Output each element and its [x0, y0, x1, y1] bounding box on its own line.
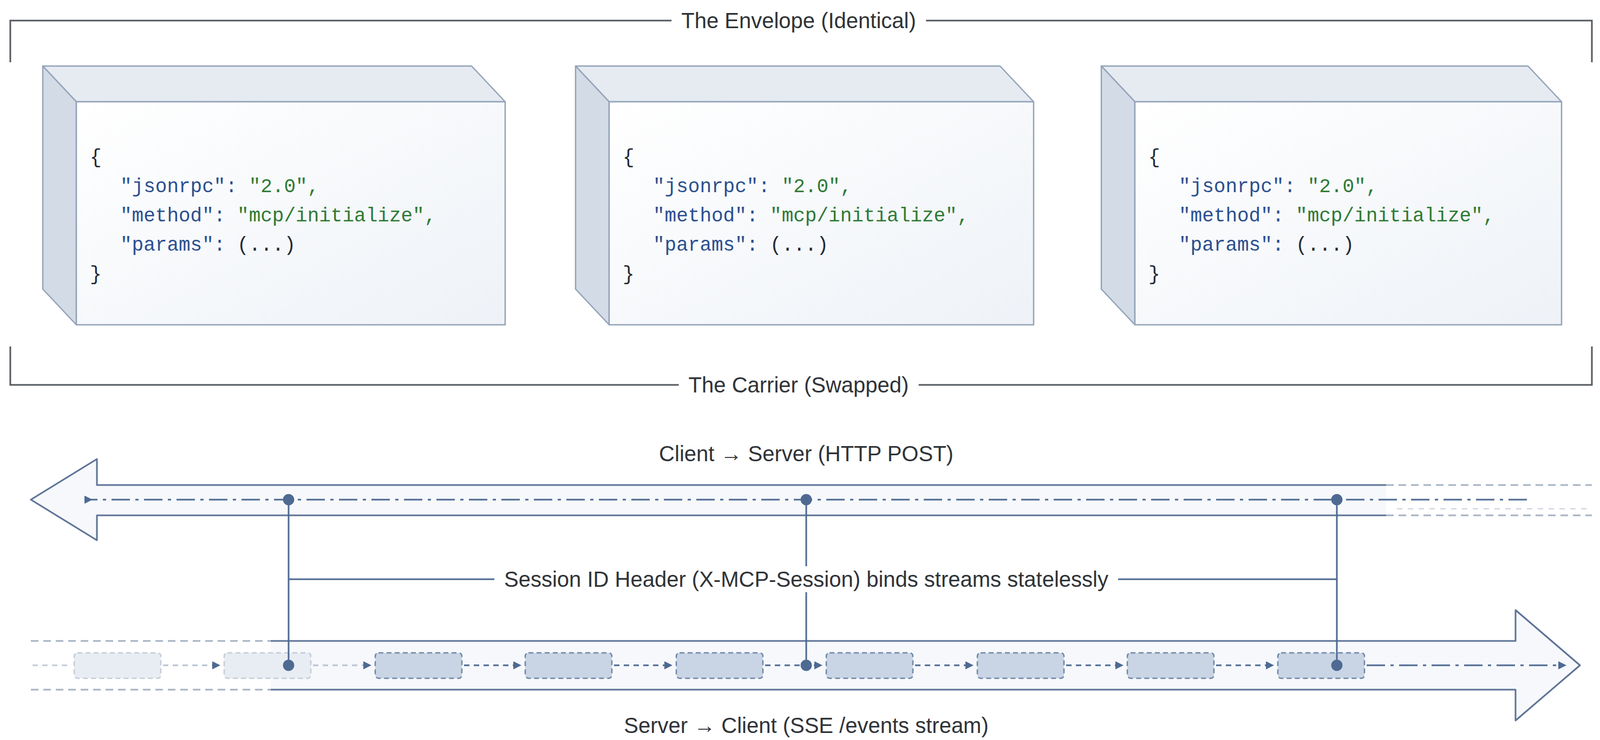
code-line: "params": (...) [89, 231, 436, 261]
dashed-edge [1386, 484, 1592, 487]
json-token: (...) [237, 234, 296, 257]
dashed-edge [1386, 514, 1592, 517]
code-line: { [89, 143, 436, 173]
code-line: } [89, 260, 436, 290]
code-line: "method": "mcp/initialize", [89, 201, 436, 232]
event-packet [1127, 652, 1214, 679]
session-connectors [283, 494, 1342, 671]
event-link [312, 664, 370, 667]
json-key: "method": [120, 205, 226, 228]
json-value: "2.0", [781, 175, 853, 199]
json-token: (...) [1295, 234, 1355, 257]
json-key: "jsonrpc": [652, 175, 770, 199]
code-block: { "jsonrpc": "2.0", "method": "mcp/initializ… [622, 143, 969, 290]
event-chain [32, 652, 1565, 679]
json-envelope-box: { "jsonrpc": "2.0", "method": "mcp/initializ… [1101, 66, 1562, 325]
json-envelope-box: { "jsonrpc": "2.0", "method": "mcp/initializ… [575, 66, 1034, 325]
code-line: "jsonrpc": "2.0", [89, 172, 436, 202]
event-link [915, 664, 972, 667]
json-key: "jsonrpc": [120, 175, 238, 199]
section-label: Session ID Header (X-MCP-Session) binds … [494, 566, 1119, 593]
event-packet [676, 652, 763, 679]
json-value: "2.0", [1307, 175, 1379, 199]
code-block: { "jsonrpc": "2.0", "method": "mcp/initializ… [1148, 143, 1495, 290]
json-token: } [622, 263, 635, 286]
code-line: { [1148, 143, 1495, 173]
event-link [32, 664, 69, 667]
section-label: Client → Server (HTTP POST) [649, 440, 964, 467]
code-line: "params": (...) [622, 231, 969, 261]
code-line: { [622, 143, 969, 173]
json-value: "mcp/initialize", [769, 205, 969, 228]
event-link [765, 664, 821, 667]
section-label: The Carrier (Swapped) [678, 371, 919, 398]
json-key: "params": [120, 234, 226, 257]
event-link [162, 664, 219, 667]
section-label: The Envelope (Identical) [671, 7, 926, 34]
json-token: (...) [769, 234, 829, 257]
json-key: "method": [1178, 205, 1284, 228]
json-value: "mcp/initialize", [1295, 205, 1495, 228]
event-packet [826, 652, 913, 679]
event-link [1066, 664, 1122, 667]
json-envelope-box: { "jsonrpc": "2.0", "method": "mcp/initializ… [42, 66, 506, 325]
json-token: } [89, 263, 102, 286]
json-key: "jsonrpc": [1178, 175, 1296, 199]
event-link [464, 664, 520, 667]
dashed-edge [30, 689, 271, 691]
event-link [1366, 664, 1565, 667]
json-key: "method": [652, 205, 759, 228]
json-token: } [1148, 263, 1161, 286]
event-packet [977, 652, 1064, 679]
event-packet [375, 652, 462, 679]
json-value: "2.0", [249, 175, 320, 199]
event-link [614, 664, 671, 667]
event-packet [1277, 652, 1365, 679]
event-link [1216, 664, 1273, 667]
json-token: { [622, 146, 635, 169]
code-line: "jsonrpc": "2.0", [1148, 172, 1495, 202]
event-packet [74, 652, 161, 679]
event-packet [525, 652, 612, 679]
section-label: Server → Client (SSE /events stream) [614, 712, 999, 739]
event-packet [224, 652, 311, 679]
code-line: "params": (...) [1148, 231, 1495, 261]
code-line: "jsonrpc": "2.0", [622, 172, 969, 202]
json-token: { [89, 146, 102, 169]
code-line: } [1148, 260, 1495, 290]
dashed-edge [30, 640, 271, 643]
json-key: "params": [652, 234, 759, 257]
code-line: "method": "mcp/initialize", [1148, 201, 1495, 232]
json-key: "params": [1178, 234, 1284, 257]
code-line: "method": "mcp/initialize", [622, 201, 969, 232]
json-value: "mcp/initialize", [237, 205, 436, 228]
event-stream-arrow [270, 610, 1580, 721]
code-block: { "jsonrpc": "2.0", "method": "mcp/initializ… [89, 143, 436, 290]
json-token: { [1148, 146, 1161, 169]
code-line: } [622, 260, 969, 290]
dashed-edge [1396, 508, 1592, 510]
